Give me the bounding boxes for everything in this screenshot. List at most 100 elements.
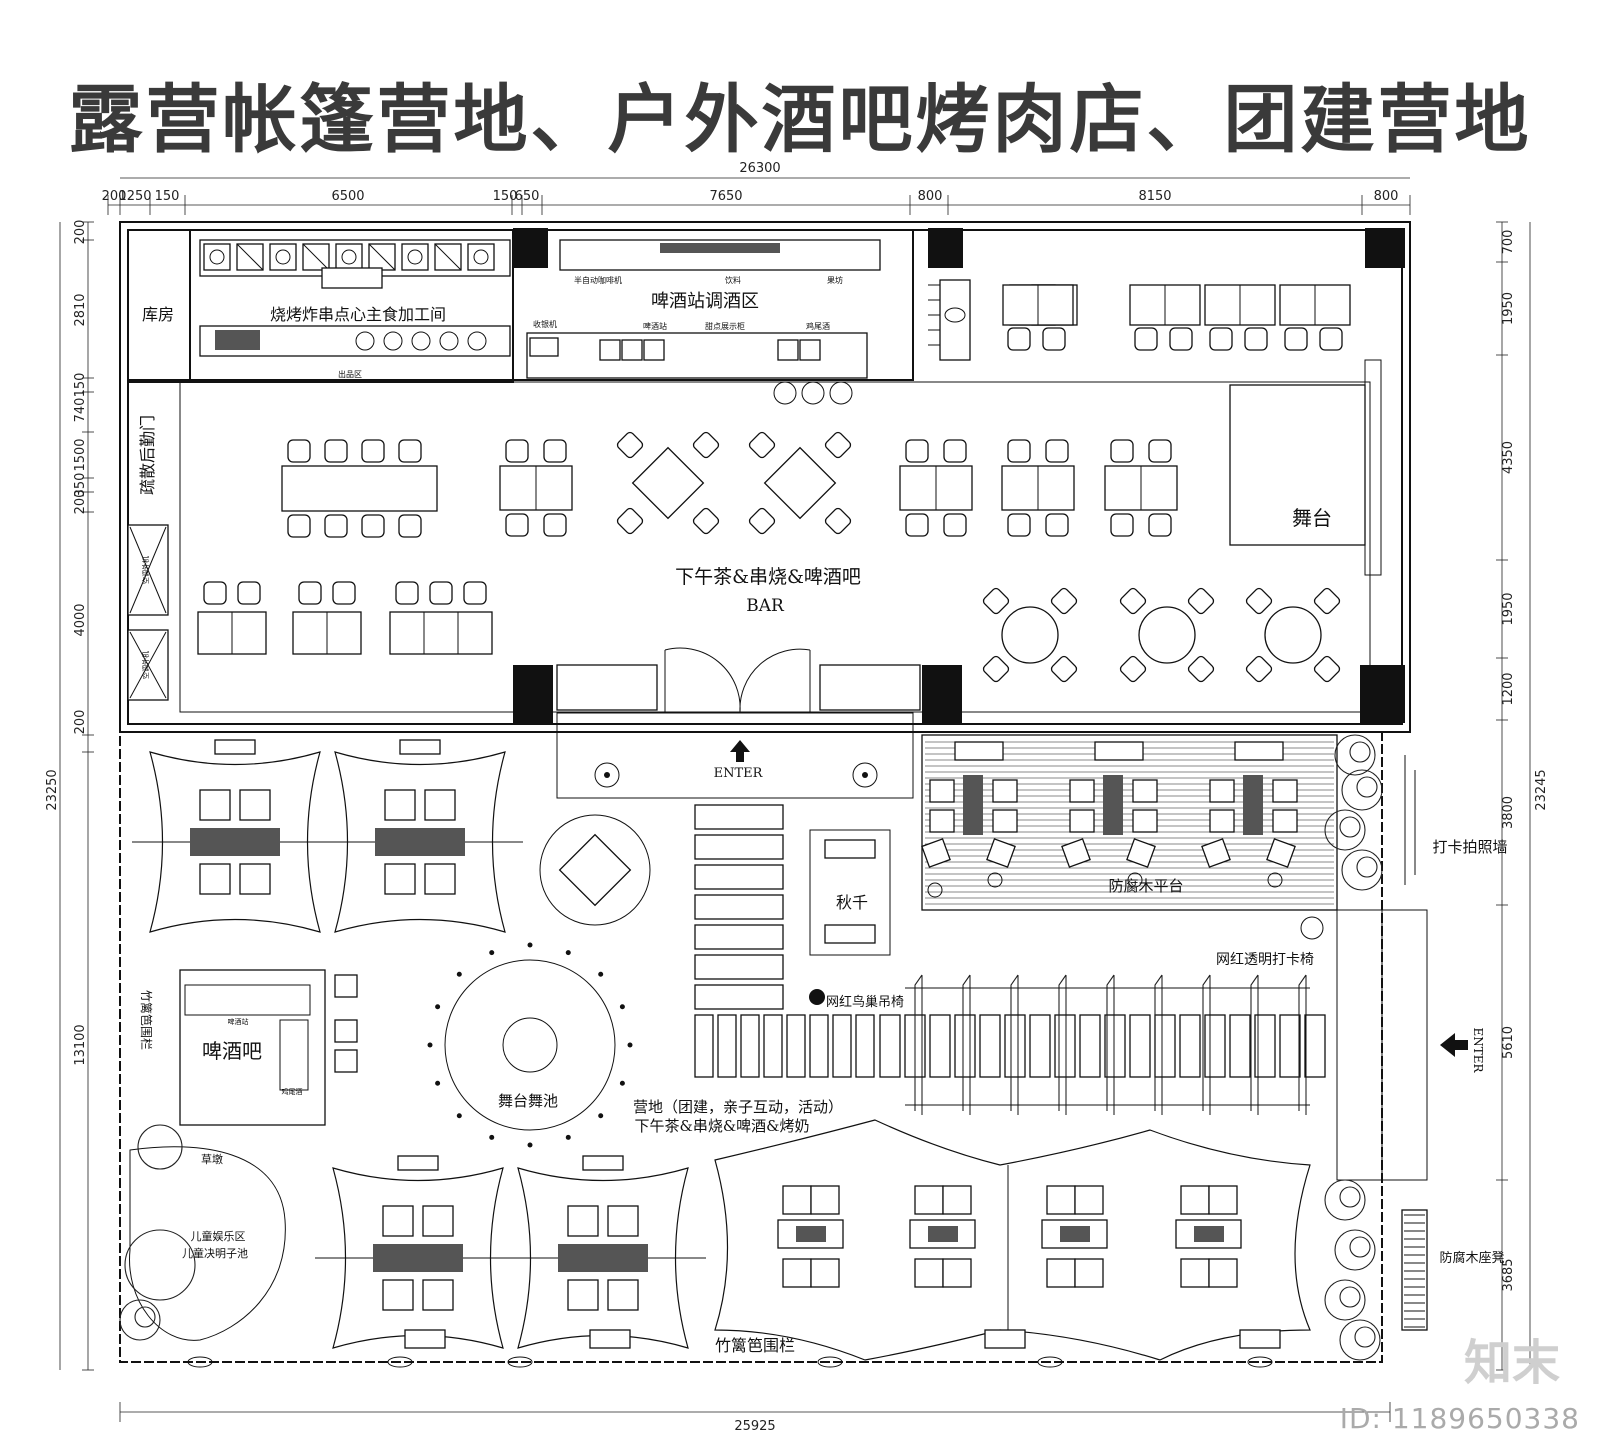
label-transparent-chair: 网红透明打卡椅 xyxy=(1216,951,1314,968)
shrub-inner xyxy=(134,1306,156,1328)
label-bamboo-bottom: 竹篱笆围栏 xyxy=(715,1336,795,1355)
dim-top-seg: 1250 xyxy=(118,189,151,204)
dim-top-seg: 8150 xyxy=(1138,189,1171,204)
burner xyxy=(341,249,357,265)
step-plank xyxy=(694,1014,714,1078)
chair xyxy=(1148,513,1172,537)
chair xyxy=(1050,587,1078,615)
beer-bar xyxy=(179,969,358,1126)
shrub xyxy=(1341,849,1383,891)
stone xyxy=(1037,1356,1063,1368)
dim-left-seg: 200 xyxy=(73,490,88,515)
unit-mark xyxy=(302,243,330,271)
long-table xyxy=(281,465,438,512)
burner xyxy=(473,249,489,265)
dim-right-seg: 1200 xyxy=(1501,672,1516,705)
label-dessert: 甜点展示柜 xyxy=(705,321,745,331)
shrub-inner xyxy=(1339,1186,1361,1208)
pit-light xyxy=(565,1134,571,1140)
shrub xyxy=(1341,769,1383,811)
pit-light xyxy=(527,942,533,948)
vine xyxy=(1202,974,1211,1111)
label-storage: 库房 xyxy=(142,305,174,324)
vine xyxy=(1298,974,1307,1111)
pit-light xyxy=(427,1042,433,1048)
label-stage: 舞台 xyxy=(1292,506,1332,530)
walkway-plank xyxy=(954,1014,976,1078)
watermark-id: ID: 1189650338 xyxy=(1339,1402,1580,1435)
walkway-plank xyxy=(1154,1014,1176,1078)
dim-top-seg: 7650 xyxy=(709,189,742,204)
step xyxy=(694,804,784,830)
burner xyxy=(411,331,431,351)
chair xyxy=(237,581,261,605)
shrub-inner xyxy=(1354,1326,1376,1348)
chair xyxy=(824,431,852,459)
dim-right-seg: 1950 xyxy=(1501,592,1516,625)
kitchen-unit xyxy=(335,243,363,271)
chair xyxy=(361,439,385,463)
chair xyxy=(543,439,567,463)
label-photo-wall: 打卡拍照墙 xyxy=(1432,838,1507,856)
deck-chair xyxy=(992,809,1018,833)
step xyxy=(694,864,784,890)
entrance xyxy=(556,647,921,799)
deck-planter xyxy=(1094,741,1144,761)
deck-table xyxy=(1103,775,1123,835)
cocktail-unit xyxy=(777,339,799,361)
chair xyxy=(982,655,1010,683)
pit-light xyxy=(456,971,462,977)
round-table xyxy=(1138,606,1196,664)
dim-left-total: 23250 xyxy=(45,769,60,810)
walkway-plank xyxy=(1304,1014,1326,1078)
bar-stool xyxy=(801,381,825,405)
pit-light xyxy=(456,1113,462,1119)
burner xyxy=(209,249,225,265)
label-nest-chair: 网红鸟巢吊椅 xyxy=(826,994,904,1010)
lounge-chair xyxy=(1266,838,1296,868)
label-beer-bar-station: 啤酒站 xyxy=(228,1017,249,1026)
chair xyxy=(463,581,487,605)
planter xyxy=(589,1329,631,1349)
tent-chair xyxy=(239,863,271,895)
chair xyxy=(1148,439,1172,463)
stone xyxy=(187,1356,213,1368)
deck-table xyxy=(963,775,983,835)
chair xyxy=(616,507,644,535)
chair xyxy=(692,431,720,459)
chair xyxy=(332,581,356,605)
round-table xyxy=(1264,606,1322,664)
side-entrance xyxy=(1300,755,1468,1181)
kitchen-equipment xyxy=(199,239,971,405)
dim-left-seg: 740 xyxy=(73,398,88,423)
big-tent-canopy xyxy=(714,1119,1311,1361)
dim-top-seg: 800 xyxy=(918,189,943,204)
planter xyxy=(397,1155,439,1171)
tent-table xyxy=(373,1244,463,1272)
chair xyxy=(505,439,529,463)
label-side-enter: ENTER xyxy=(1471,1027,1485,1073)
chair xyxy=(505,513,529,537)
stone xyxy=(817,1356,843,1368)
unit-mark xyxy=(368,243,396,271)
label-camp-sub: 下午茶&串烧&啤酒&烤奶 xyxy=(634,1117,809,1135)
step-plank xyxy=(832,1014,852,1078)
walkway-plank xyxy=(1079,1014,1101,1078)
walkway-plank xyxy=(979,1014,1001,1078)
deck-chair xyxy=(1069,779,1095,803)
chair xyxy=(943,513,967,537)
burner xyxy=(439,331,459,351)
tent-chair xyxy=(810,1258,840,1288)
label-main-hall-en: BAR xyxy=(746,596,785,616)
planter xyxy=(984,1329,1026,1349)
deck-chair xyxy=(1209,809,1235,833)
enter-arrow-icon xyxy=(730,740,750,762)
label-deck: 防腐木平台 xyxy=(1108,877,1183,895)
label-juice: 果坊 xyxy=(827,275,843,285)
stool xyxy=(987,872,1003,888)
tent-chair xyxy=(782,1185,812,1215)
walkway-plank xyxy=(1004,1014,1026,1078)
stone xyxy=(387,1356,413,1368)
